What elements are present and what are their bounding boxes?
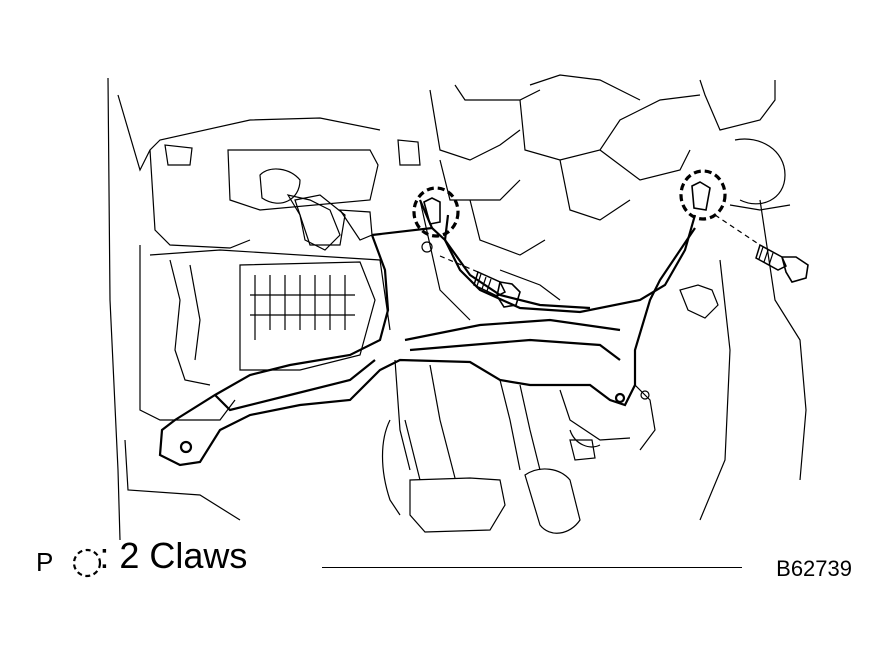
claw-tabs [423, 181, 711, 225]
bolt-hole-left [421, 241, 433, 253]
wiring-connectors [286, 194, 719, 461]
bracket-upper-arm [371, 199, 697, 314]
bracket-lower-body [158, 227, 696, 467]
claw-markers [412, 169, 727, 238]
claw-circle-right [679, 169, 727, 221]
bolt-right [714, 214, 809, 283]
legend-text: : 2 Claws [99, 535, 248, 576]
claw-circle-left [412, 186, 460, 238]
pedals [381, 359, 656, 534]
legend-marker-letter: P [36, 546, 54, 577]
dashed-circle-icon [72, 548, 102, 578]
caption-rule [322, 567, 742, 568]
figure-id: B62739 [776, 556, 852, 581]
bolt-left [421, 241, 521, 308]
background-dashboard-details [107, 74, 807, 541]
legend: P : 2 Claws [36, 532, 247, 580]
